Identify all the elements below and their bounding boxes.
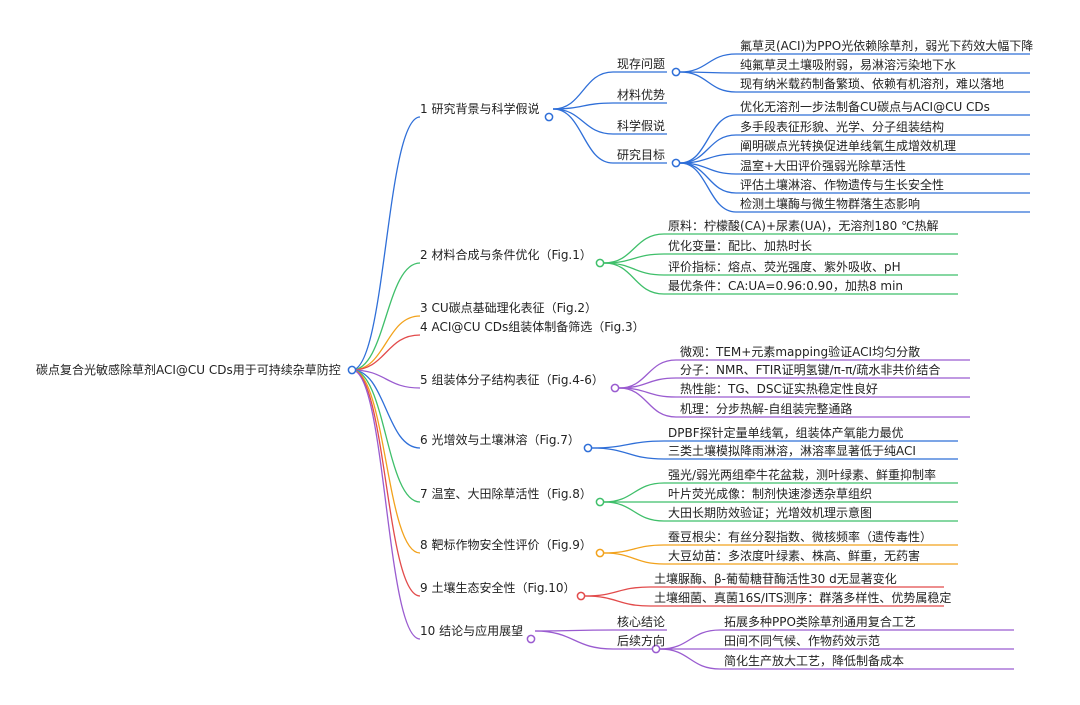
detail-label: 分子：NMR、FTIR证明氢键/π-π/疏水非共价结合 <box>680 363 941 377</box>
detail-connector <box>679 53 1030 73</box>
branch-9-label[interactable]: 9 土壤生态安全性（Fig.10） <box>420 581 576 595</box>
detail-connector <box>679 71 1030 93</box>
detail-label: 三类土壤模拟降雨淋溶，淋溶率显著低于纯ACI <box>668 444 916 458</box>
subtopic-label[interactable]: 研究目标 <box>617 148 666 162</box>
branch-connector <box>351 334 421 371</box>
subtopic-connector <box>534 630 667 650</box>
branch-6-label[interactable]: 6 光增效与土壤淋溶（Fig.7） <box>420 433 580 447</box>
detail-connector <box>618 387 970 418</box>
detail-connector <box>603 482 958 503</box>
detail-label: 多手段表征形貌、光学、分子组装结构 <box>740 120 945 134</box>
detail-label: 最优条件：CA:UA=0.96:0.90，加热8 min <box>668 279 904 293</box>
branch-connector <box>351 369 421 554</box>
detail-connector <box>679 153 1030 164</box>
detail-label: 评价指标：熔点、荧光强度、紫外吸收、pH <box>668 260 901 274</box>
branch-connector <box>351 116 421 371</box>
detail-connector <box>679 134 1030 164</box>
subtopic-connector <box>552 102 667 110</box>
subtopic-label[interactable]: 后续方向 <box>617 634 666 648</box>
subtopic-connector <box>552 71 667 110</box>
detail-label: 温室+大田评价强弱光除草活性 <box>740 159 907 173</box>
detail-label: 大田长期防效验证；光增效机理示意图 <box>668 506 873 520</box>
branch-connector <box>351 262 421 371</box>
detail-label: 田间不同气候、作物药效示范 <box>724 634 881 648</box>
branch-3-label[interactable]: 3 CU碳点基础理化表征（Fig.2） <box>420 301 598 315</box>
detail-label: 现有纳米载药制备繁琐、依赖有机溶剂，难以落地 <box>740 77 1005 91</box>
branch-8-label[interactable]: 8 靶标作物安全性评价（Fig.9） <box>420 538 592 552</box>
detail-label: 检测土壤酶与微生物群落生态影响 <box>740 197 921 211</box>
detail-connector <box>584 586 944 597</box>
branch-connector <box>351 369 421 503</box>
detail-connector <box>603 262 958 295</box>
branch-1-label[interactable]: 1 研究背景与科学假说 <box>420 102 540 116</box>
detail-label: 蚕豆根尖：有丝分裂指数、微核频率（遗传毒性） <box>668 530 933 544</box>
detail-label: 简化生产放大工艺，降低制备成本 <box>724 654 905 668</box>
detail-label: 叶片荧光成像：制剂快速渗透杂草组织 <box>668 487 873 501</box>
subtopic-connector <box>552 108 667 164</box>
subtopic-label[interactable]: 核心结论 <box>617 615 666 629</box>
detail-label: 评估土壤淋溶、作物遗传与生长安全性 <box>740 178 945 192</box>
detail-label: 大豆幼苗：多浓度叶绿素、株高、鲜重，无药害 <box>668 549 921 563</box>
branch-toggle[interactable] <box>595 258 605 268</box>
branch-5-label[interactable]: 5 组装体分子结构表征（Fig.4-6） <box>420 373 604 387</box>
detail-connector <box>679 114 1030 164</box>
branch-2-label[interactable]: 2 材料合成与条件优化（Fig.1） <box>420 248 592 262</box>
detail-connector <box>659 629 1014 650</box>
detail-label: 土壤脲酶、β-葡萄糖苷酶活性30 d无显著变化 <box>654 572 897 586</box>
detail-connector <box>603 233 958 264</box>
detail-connector <box>603 262 958 276</box>
detail-label: 土壤细菌、真菌16S/ITS测序：群落多样性、优势属稳定 <box>654 591 952 605</box>
branch-connector <box>351 369 421 449</box>
root-toggle[interactable] <box>347 365 357 375</box>
detail-connector <box>659 648 1014 670</box>
branch-connector <box>351 315 421 371</box>
detail-label: 优化无溶剂一步法制备CU碳点与ACI@CU CDs <box>740 100 990 114</box>
subtopic-label[interactable]: 科学假说 <box>617 119 666 133</box>
subtopic-toggle[interactable] <box>671 67 681 77</box>
subtopic-label[interactable]: 材料优势 <box>617 88 666 102</box>
detail-label: 机理：分步热解-自组装完整通路 <box>680 402 853 416</box>
detail-connector <box>679 162 1030 213</box>
detail-connector <box>603 501 958 522</box>
branch-connector <box>351 369 421 389</box>
detail-label: 纯氟草灵土壤吸附弱，易淋溶污染地下水 <box>740 58 957 72</box>
branch-7-label[interactable]: 7 温室、大田除草活性（Fig.8） <box>420 487 592 501</box>
branch-toggle[interactable] <box>526 634 536 644</box>
branch-4-label[interactable]: 4 ACI@CU CDs组装体制备筛选（Fig.3） <box>420 320 645 334</box>
branch-toggle[interactable] <box>610 383 620 393</box>
subtopic-label[interactable]: 现存问题 <box>617 57 666 71</box>
subtopic-toggle[interactable] <box>671 158 681 168</box>
subtopic-toggle[interactable] <box>651 644 661 654</box>
detail-connector <box>603 544 958 554</box>
detail-connector <box>618 377 970 389</box>
detail-label: 优化变量：配比、加热时长 <box>668 239 813 253</box>
branch-toggle[interactable] <box>595 548 605 558</box>
detail-label: 热性能：TG、DSC证实热稳定性良好 <box>680 382 878 396</box>
branch-toggle[interactable] <box>544 112 554 122</box>
detail-label: 微观：TEM+元素mapping验证ACI均匀分散 <box>680 345 921 359</box>
detail-label: 强光/弱光两组牵牛花盆栽，测叶绿素、鲜重抑制率 <box>668 468 937 482</box>
detail-label: 拓展多种PPO类除草剂通用复合工艺 <box>724 615 916 629</box>
branch-connector <box>351 369 421 597</box>
branch-toggle[interactable] <box>576 591 586 601</box>
branch-toggle[interactable] <box>583 443 593 453</box>
branch-toggle[interactable] <box>595 497 605 507</box>
detail-label: 氟草灵(ACI)为PPO光依赖除草剂，弱光下药效大幅下降 <box>740 39 1034 53</box>
detail-label: 原料：柠檬酸(CA)+尿素(UA)，无溶剂180 ℃热解 <box>668 219 939 233</box>
detail-label: 阐明碳点光转换促进单线氧生成增效机理 <box>740 139 957 153</box>
branch-connector <box>351 369 421 640</box>
detail-connector <box>618 359 970 389</box>
detail-connector <box>603 552 958 565</box>
branch-10-label[interactable]: 10 结论与应用展望 <box>420 624 524 638</box>
detail-label: DPBF探针定量单线氧，组装体产氧能力最优 <box>668 426 904 440</box>
detail-connector <box>618 387 970 398</box>
detail-connector <box>584 595 944 607</box>
detail-connector <box>591 447 958 460</box>
root-topic: 碳点复合光敏感除草剂ACI@CU CDs用于可持续杂草防控 <box>36 363 341 377</box>
subtopic-connector <box>534 629 667 632</box>
subtopic-connector <box>552 108 667 135</box>
detail-connector <box>603 253 958 264</box>
